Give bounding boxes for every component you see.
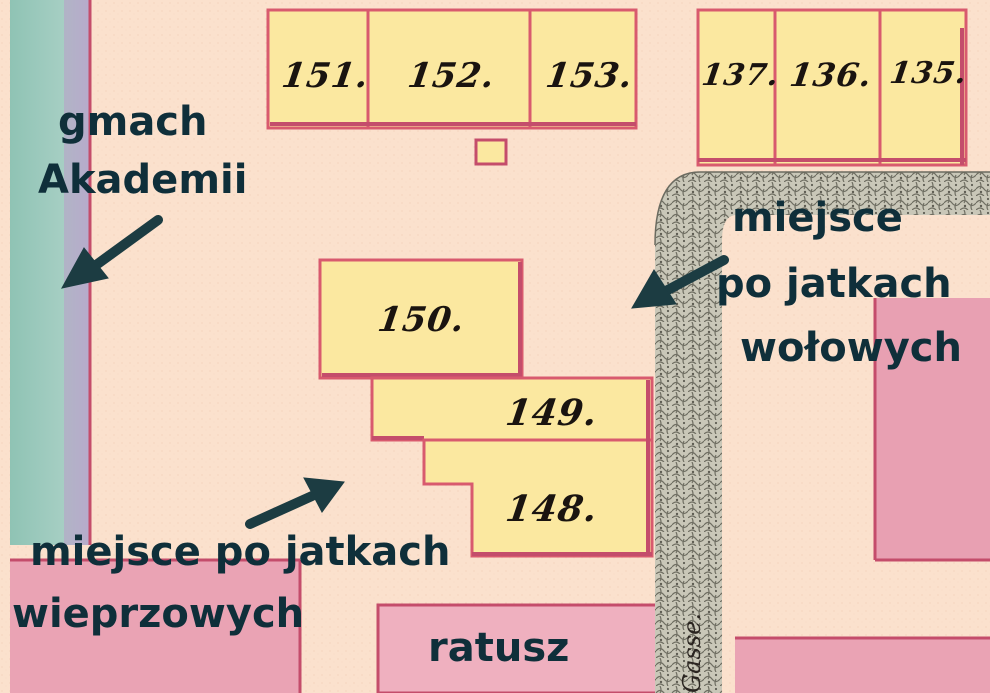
lots-137-135 <box>696 8 968 167</box>
label-beef-stalls-line2: po jatkach <box>716 261 952 307</box>
lot-number-151: 151. <box>279 56 372 96</box>
street-name-fragment: Gasse. <box>678 613 706 693</box>
lot-number-149: 149. <box>503 392 601 434</box>
label-pork-stalls-line1: miejsce po jatkach <box>30 529 451 575</box>
arrow-to-academy <box>61 215 163 289</box>
small-structure <box>474 138 508 166</box>
lot-150-shape <box>318 258 524 380</box>
arrows <box>61 215 729 529</box>
lot-number-136: 136. <box>787 56 875 94</box>
label-beef-stalls-line3: wołowych <box>740 325 962 371</box>
arrow-to-pork-stalls <box>245 477 345 529</box>
label-academy-line2: Akademii <box>38 157 248 203</box>
lot-number-137: 137. <box>699 58 782 93</box>
cobblestone-road <box>655 172 990 693</box>
pink-block-right <box>875 298 990 560</box>
lot-number-148: 148. <box>503 488 601 530</box>
label-pork-stalls-line2: wieprzowych <box>12 591 305 637</box>
label-town-hall: ratusz <box>428 625 570 671</box>
label-academy-line1: gmach <box>58 99 208 145</box>
lot-number-135: 135. <box>887 56 970 91</box>
lot-number-153: 153. <box>543 56 636 96</box>
town-hall-block <box>378 605 660 693</box>
label-beef-stalls-line1: miejsce <box>732 195 903 241</box>
pink-block-bottom-right <box>735 638 990 693</box>
lot-148-shape <box>422 380 654 558</box>
lot-149-shape <box>370 376 654 442</box>
pink-block-bottom-left <box>10 560 300 693</box>
lot-number-152: 152. <box>405 56 498 96</box>
lots-151-153 <box>266 8 638 130</box>
arrow-to-beef-stalls <box>631 255 729 309</box>
lot-number-150: 150. <box>375 300 468 340</box>
